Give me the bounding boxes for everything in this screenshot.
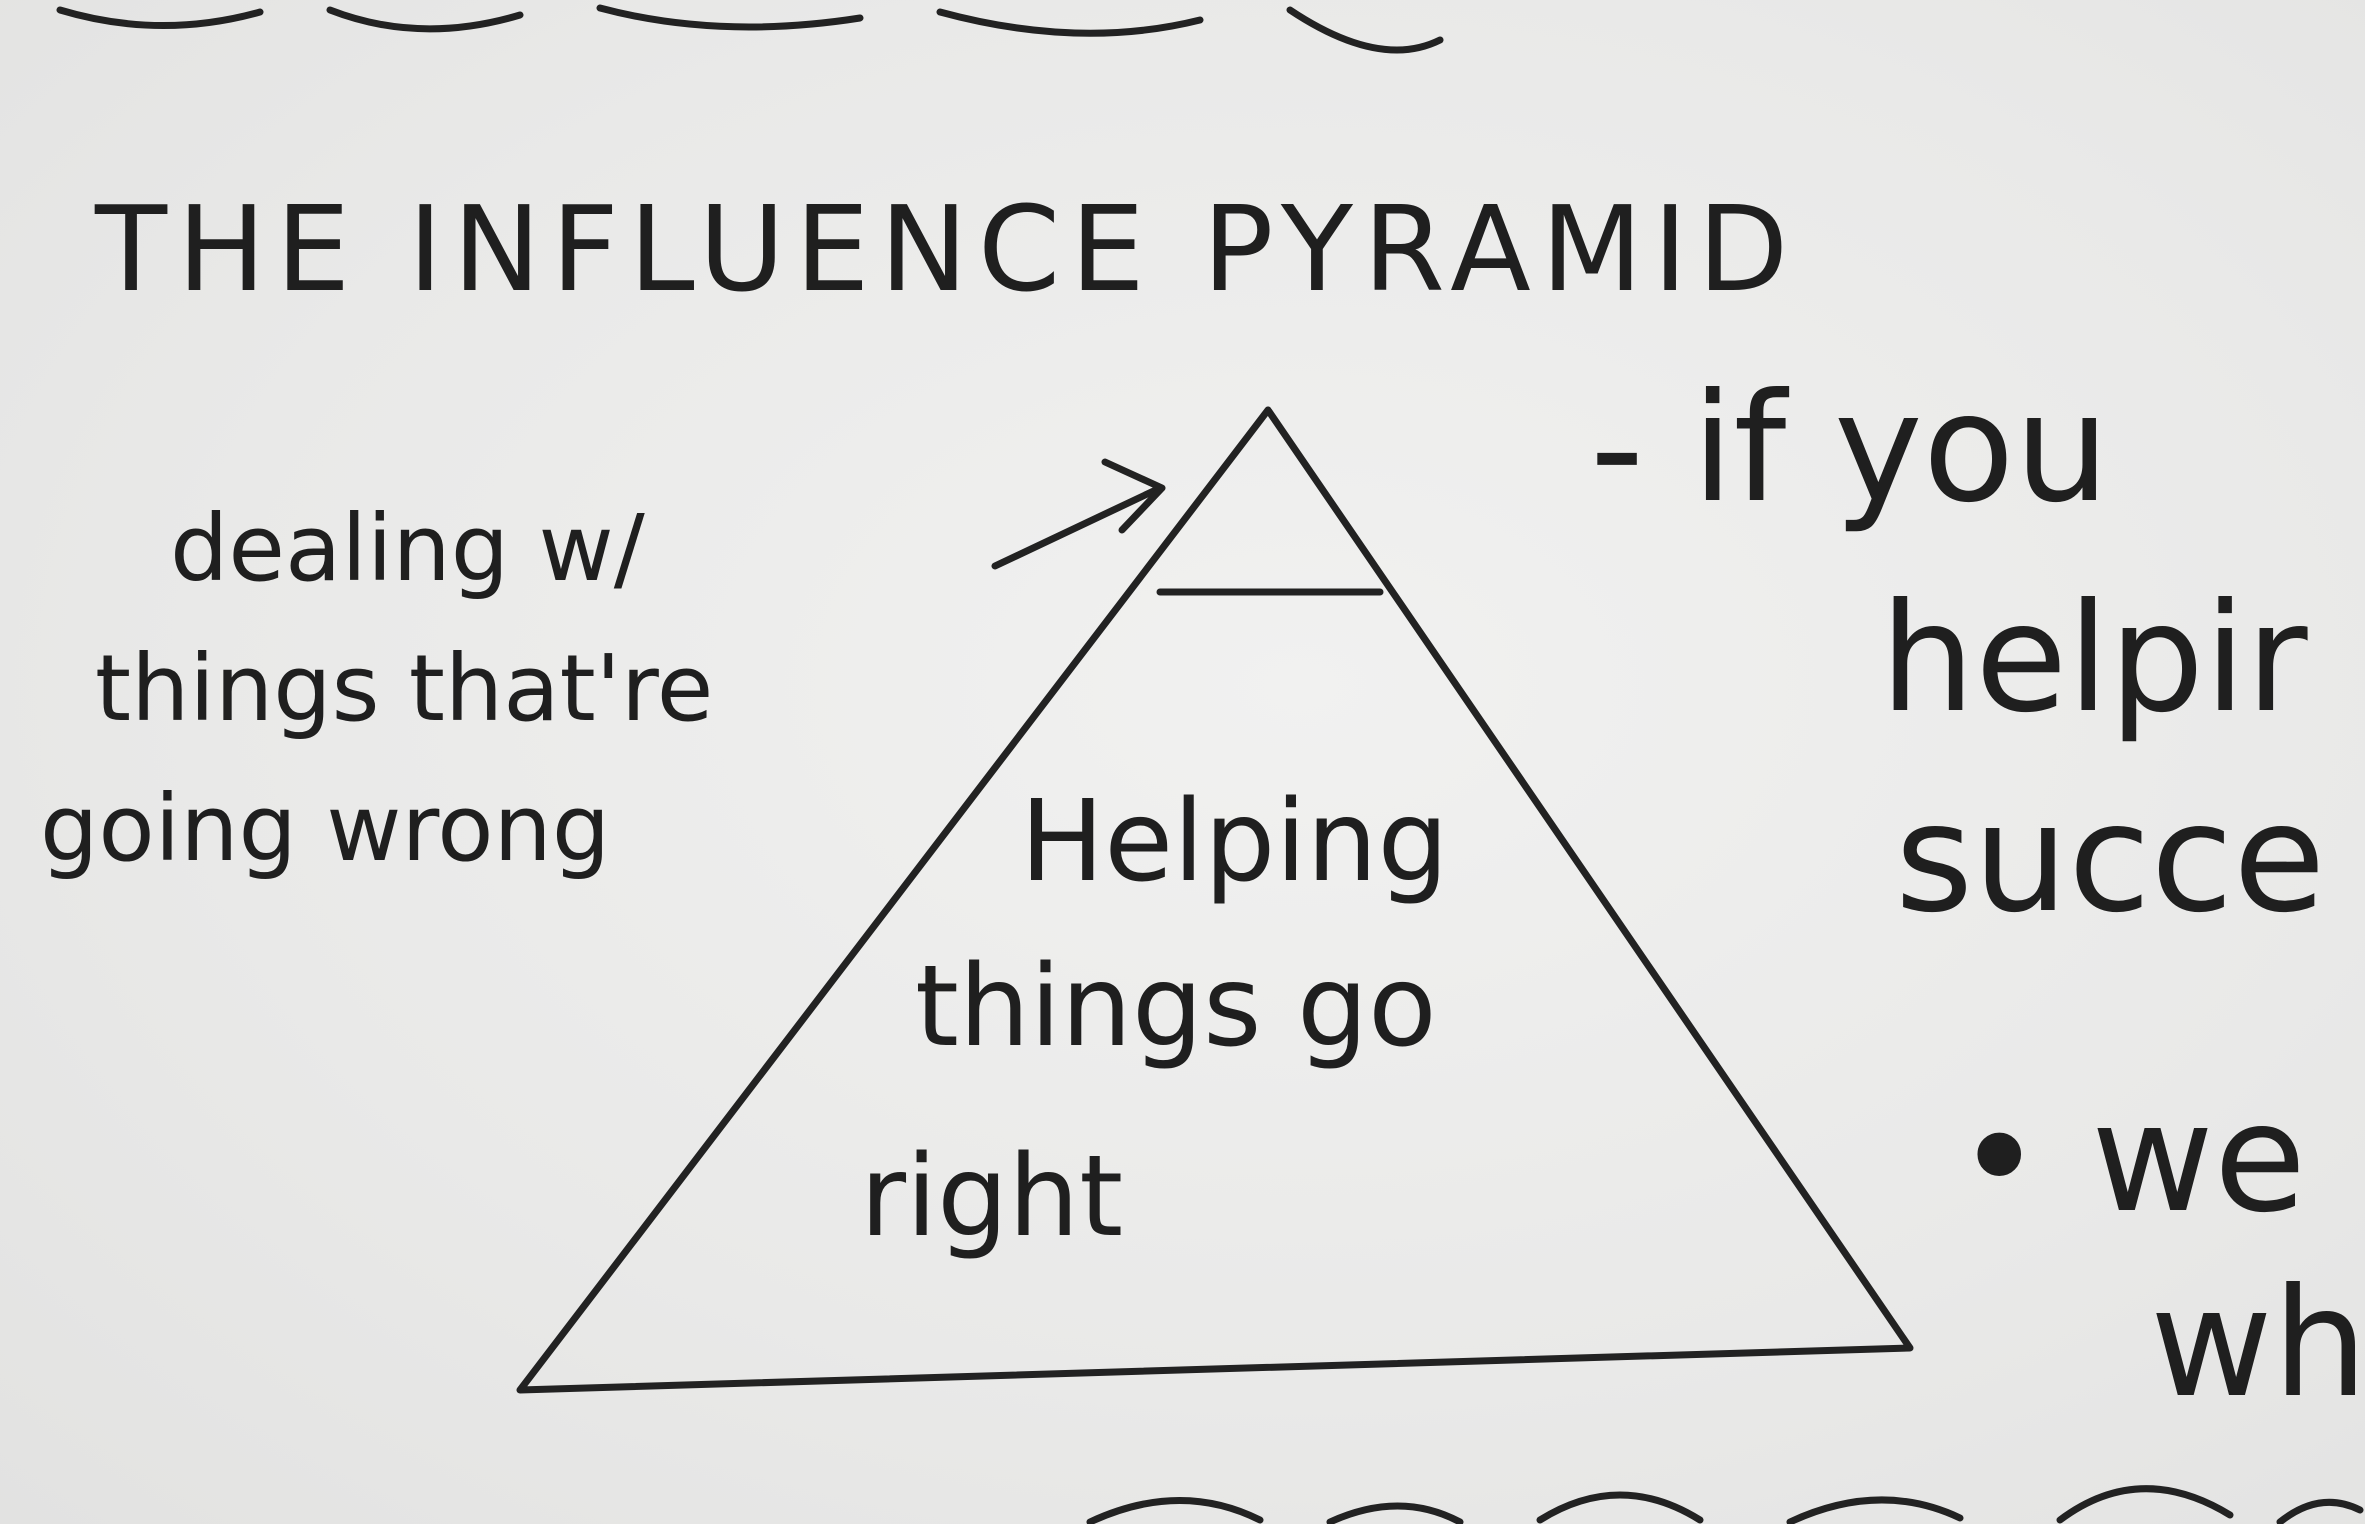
apex-note-line-2: things that're <box>95 635 713 742</box>
pyramid-title: THE INFLUENCE PYRAMID <box>94 180 1798 318</box>
cropped-top-scribble <box>56 4 1444 54</box>
side-notes: - if you helpir succe • we wh <box>1590 362 2365 1431</box>
base-label-line-2: things go <box>915 942 1437 1072</box>
pyramid-base-label: Helping things go right <box>860 777 1484 1262</box>
base-label-line-1: Helping <box>1020 777 1449 907</box>
cropped-bottom-scribble <box>1086 1485 2364 1524</box>
apex-note-line-3: going wrong <box>40 775 610 882</box>
side-note-line-3: succe <box>1895 772 2325 946</box>
apex-note-line-1: dealing w/ <box>170 495 645 602</box>
arrow-head-icon <box>1101 458 1166 534</box>
side-note-line-5: wh <box>2150 1257 2365 1431</box>
side-note-line-1: - if you <box>1590 362 2110 536</box>
base-label-line-3: right <box>860 1132 1123 1262</box>
annotation-arrow <box>991 484 1164 570</box>
side-note-line-4: • we <box>1955 1072 2306 1246</box>
side-note-line-2: helpir <box>1880 572 2308 746</box>
apex-note: dealing w/ things that're going wrong <box>40 495 743 882</box>
pyramid-outline <box>516 406 1914 1394</box>
